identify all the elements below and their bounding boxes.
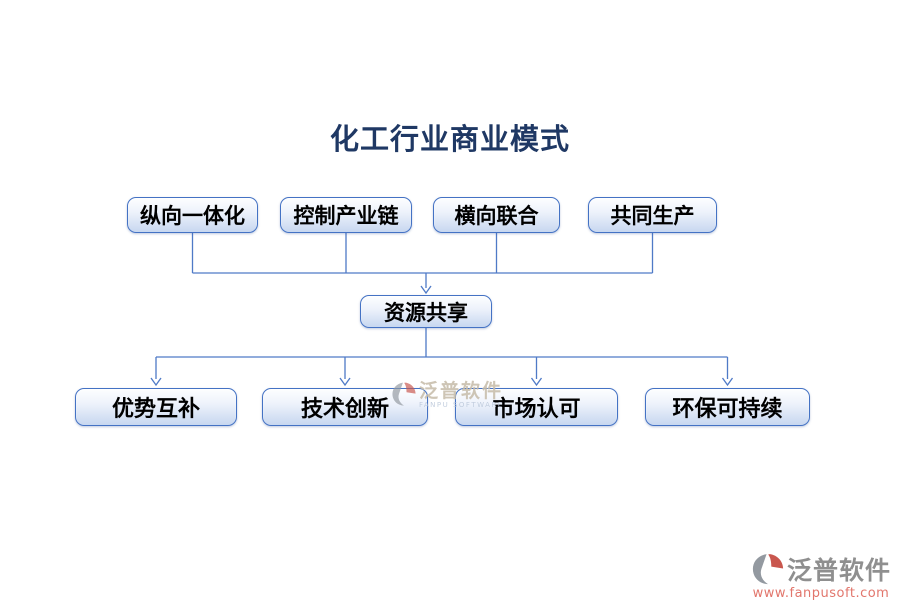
node-vertical-integration: 纵向一体化	[127, 197, 258, 233]
node-joint-production: 共同生产	[588, 197, 717, 233]
node-advantage-complementarity: 优势互补	[75, 388, 237, 426]
node-market-recognition: 市场认可	[455, 388, 618, 426]
center-arrowhead-icon	[420, 285, 432, 295]
arrowhead-2-icon	[339, 377, 351, 387]
diagram-title: 化工行业商业模式	[329, 122, 570, 156]
node-control-industry-chain: 控制产业链	[280, 197, 412, 233]
arrowhead-3-icon	[530, 377, 543, 387]
node-environmental-sustainability: 环保可持续	[645, 388, 810, 426]
node-horizontal-alliance: 横向联合	[433, 197, 560, 233]
arrowhead-4-icon	[721, 377, 734, 387]
node-technology-innovation: 技术创新	[262, 388, 428, 426]
bottom-arrow-lines	[155, 357, 729, 379]
arrowhead-1-icon	[150, 377, 162, 387]
node-resource-sharing: 资源共享	[360, 295, 492, 328]
top-stem-lines	[191, 233, 654, 273]
